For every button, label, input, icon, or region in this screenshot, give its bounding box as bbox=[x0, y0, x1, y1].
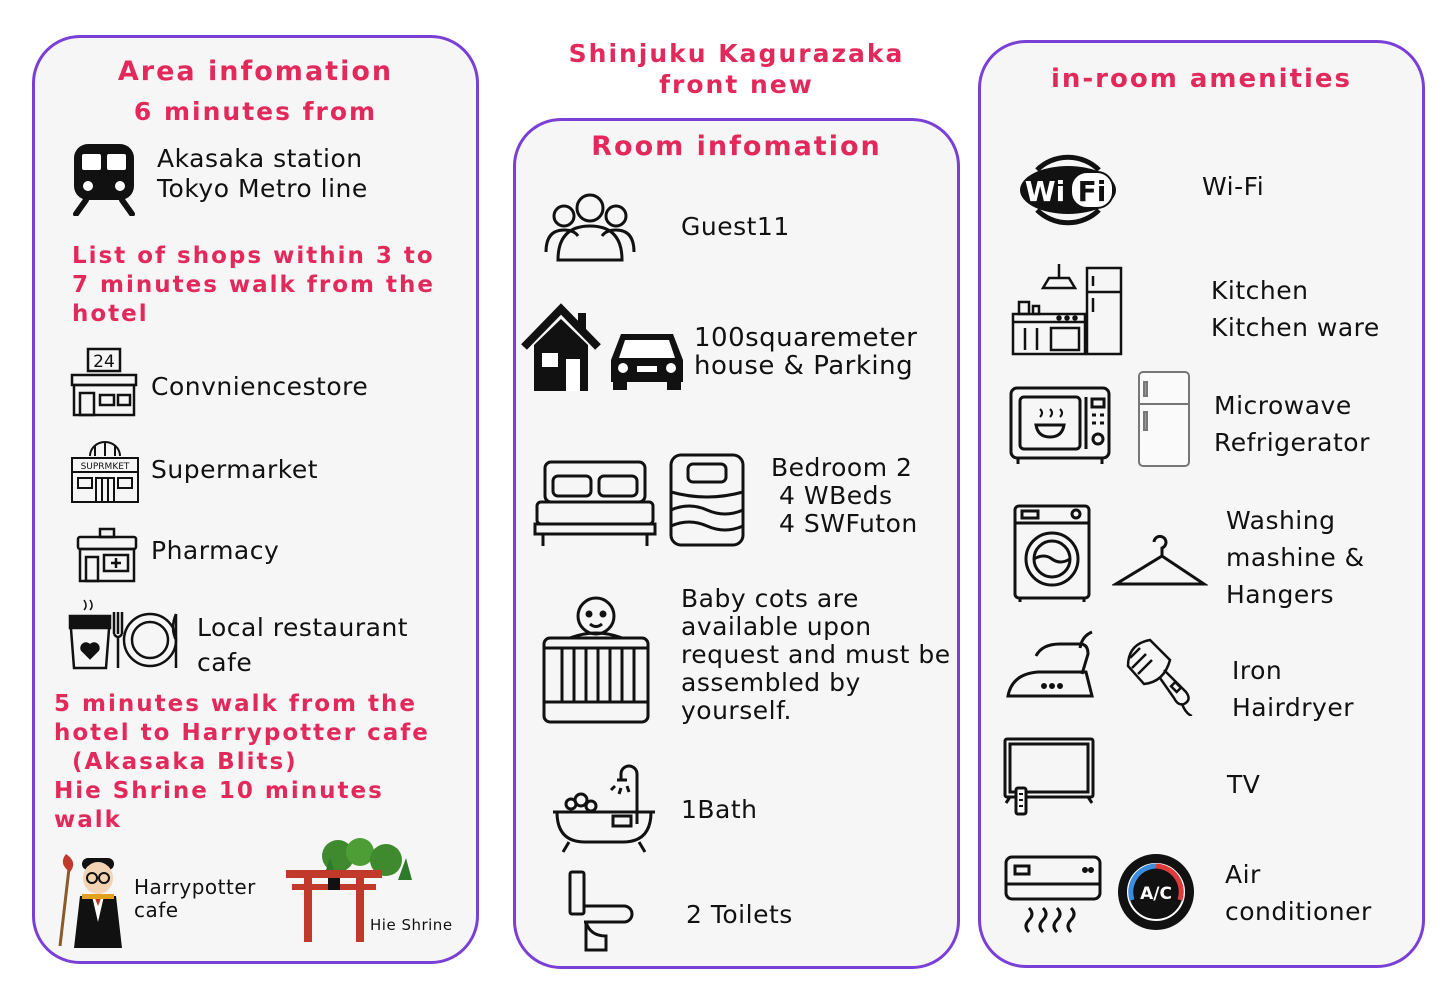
harry-note-line5: walk bbox=[54, 807, 122, 833]
harry-label-line1: Harrypotter bbox=[134, 875, 256, 899]
microwave-label-line2: Refrigerator bbox=[1214, 428, 1370, 457]
iron-label: Iron Hairdryer bbox=[1232, 652, 1354, 726]
guests-icon bbox=[540, 190, 640, 266]
area-heading: Area infomation bbox=[117, 56, 394, 87]
bedroom-label-line3: 4 SWFuton bbox=[779, 509, 918, 538]
baby-note-line4: assembled by bbox=[681, 668, 861, 697]
station-name: Akasaka station bbox=[157, 144, 363, 173]
refrigerator-icon bbox=[1136, 370, 1192, 468]
harrypotter-note: 5 minutes walk from the hotel to Harrypo… bbox=[54, 690, 430, 835]
iron-label-line2: Hairdryer bbox=[1232, 693, 1355, 722]
air-conditioner-icon bbox=[1003, 854, 1103, 936]
pharmacy-label: Pharmacy bbox=[151, 536, 280, 565]
store-sign: 24 bbox=[93, 352, 115, 372]
bath-icon bbox=[551, 764, 657, 854]
restaurant-cafe-icon bbox=[68, 596, 180, 672]
harrypotter-label: Harrypotter cafe bbox=[134, 876, 256, 922]
washing-label: Washing mashine & Hangers bbox=[1226, 502, 1365, 613]
kitchen-label-line2: Kitchen ware bbox=[1211, 313, 1380, 342]
ac-label: Air conditioner bbox=[1225, 856, 1372, 930]
baby-note-line5: yourself. bbox=[681, 696, 792, 725]
harry-label-line2: cafe bbox=[134, 898, 179, 922]
amenities-heading: in-room amenities bbox=[1050, 64, 1353, 94]
bed-icon bbox=[533, 458, 657, 550]
restaurant-label-line2: cafe bbox=[197, 648, 253, 677]
kitchen-label-line1: Kitchen bbox=[1211, 276, 1309, 305]
iron-icon bbox=[1006, 630, 1096, 700]
bedroom-label: Bedroom 2 4 WBeds 4 SWFuton bbox=[771, 454, 918, 538]
station-text: Akasaka station Tokyo Metro line bbox=[157, 144, 368, 204]
shops-heading-line2: 7 minutes walk from the bbox=[72, 272, 435, 298]
restaurant-label: Local restaurant cafe bbox=[197, 610, 408, 680]
baby-note-line1: Baby cots are bbox=[681, 584, 859, 613]
baby-cot-note: Baby cots are available upon request and… bbox=[681, 585, 951, 725]
train-icon bbox=[72, 142, 136, 216]
microwave-label: Microwave Refrigerator bbox=[1214, 387, 1370, 461]
hanger-icon bbox=[1112, 530, 1208, 592]
harry-note-line4: Hie Shrine 10 minutes bbox=[54, 778, 384, 804]
area-subheading: 6 minutes from bbox=[133, 97, 378, 126]
house-icon bbox=[520, 303, 602, 393]
tv-icon bbox=[1002, 736, 1096, 816]
washing-label-line2: mashine & bbox=[1226, 543, 1365, 572]
baby-note-line3: request and must be bbox=[681, 640, 951, 669]
shops-heading-line1: List of shops within 3 to bbox=[72, 243, 435, 269]
house-label-line1: 100squaremeter bbox=[694, 323, 918, 353]
microwave-label-line1: Microwave bbox=[1214, 391, 1352, 420]
wifi-logo-b: Fi bbox=[1078, 175, 1107, 208]
harry-note-line3: (Akasaka Blits) bbox=[72, 749, 298, 775]
wifi-label: Wi-Fi bbox=[1202, 172, 1265, 201]
house-label-line2: house & Parking bbox=[694, 351, 914, 381]
convenience-store-label: Convniencestore bbox=[151, 372, 369, 401]
supermarket-label: Supermarket bbox=[151, 455, 319, 484]
wifi-logo-a: Wi bbox=[1025, 175, 1065, 208]
futon-icon bbox=[668, 452, 746, 548]
restaurant-label-line1: Local restaurant bbox=[197, 613, 409, 642]
bedroom-label-line2: 4 WBeds bbox=[779, 481, 893, 510]
convenience-store-icon: 24 bbox=[70, 347, 138, 417]
hairdryer-icon bbox=[1124, 636, 1214, 716]
wifi-icon: Wi Fi bbox=[1017, 152, 1119, 228]
shrine-torii-icon bbox=[286, 836, 412, 944]
car-icon bbox=[607, 328, 687, 392]
tv-label: TV bbox=[1227, 770, 1261, 799]
house-label: 100squaremeter house & Parking bbox=[694, 324, 917, 380]
baby-note-line2: available upon bbox=[681, 612, 872, 641]
page-title: Shinjuku Kagurazaka front new bbox=[513, 38, 960, 100]
microwave-icon bbox=[1008, 385, 1112, 467]
shops-heading: List of shops within 3 to 7 minutes walk… bbox=[72, 242, 435, 329]
bedroom-label-line1: Bedroom 2 bbox=[771, 453, 913, 482]
shops-heading-line3: hotel bbox=[72, 301, 149, 327]
toilets-label: 2 Toilets bbox=[686, 900, 793, 929]
supermarket-icon: SUPRMKET bbox=[70, 440, 140, 504]
pharmacy-icon bbox=[76, 527, 138, 583]
ac-badge-icon: A/C bbox=[1116, 852, 1196, 932]
room-heading: Room infomation bbox=[591, 131, 882, 162]
page-title-line2: front new bbox=[659, 70, 814, 99]
baby-cot-icon bbox=[540, 594, 652, 726]
harrypotter-character-icon bbox=[52, 850, 130, 950]
toilet-icon bbox=[566, 870, 636, 952]
ac-label-line2: conditioner bbox=[1225, 897, 1372, 926]
kitchen-label: Kitchen Kitchen ware bbox=[1211, 272, 1380, 346]
harry-note-line2: hotel to Harrypotter cafe bbox=[54, 720, 430, 746]
bath-label: 1Bath bbox=[681, 795, 758, 824]
guests-label: Guest11 bbox=[681, 212, 790, 241]
station-line: Tokyo Metro line bbox=[157, 174, 368, 203]
ac-label-line1: Air bbox=[1225, 860, 1261, 889]
ac-badge-text: A/C bbox=[1140, 884, 1172, 904]
kitchen-icon bbox=[1011, 262, 1123, 356]
supermarket-sign: SUPRMKET bbox=[81, 462, 130, 472]
iron-label-line1: Iron bbox=[1232, 656, 1283, 685]
harry-note-line1: 5 minutes walk from the bbox=[54, 691, 417, 717]
washing-machine-icon bbox=[1012, 503, 1092, 603]
shrine-label: Hie Shrine bbox=[370, 916, 453, 934]
washing-label-line3: Hangers bbox=[1226, 580, 1335, 609]
page-title-line1: Shinjuku Kagurazaka bbox=[568, 39, 905, 68]
washing-label-line1: Washing bbox=[1226, 506, 1336, 535]
